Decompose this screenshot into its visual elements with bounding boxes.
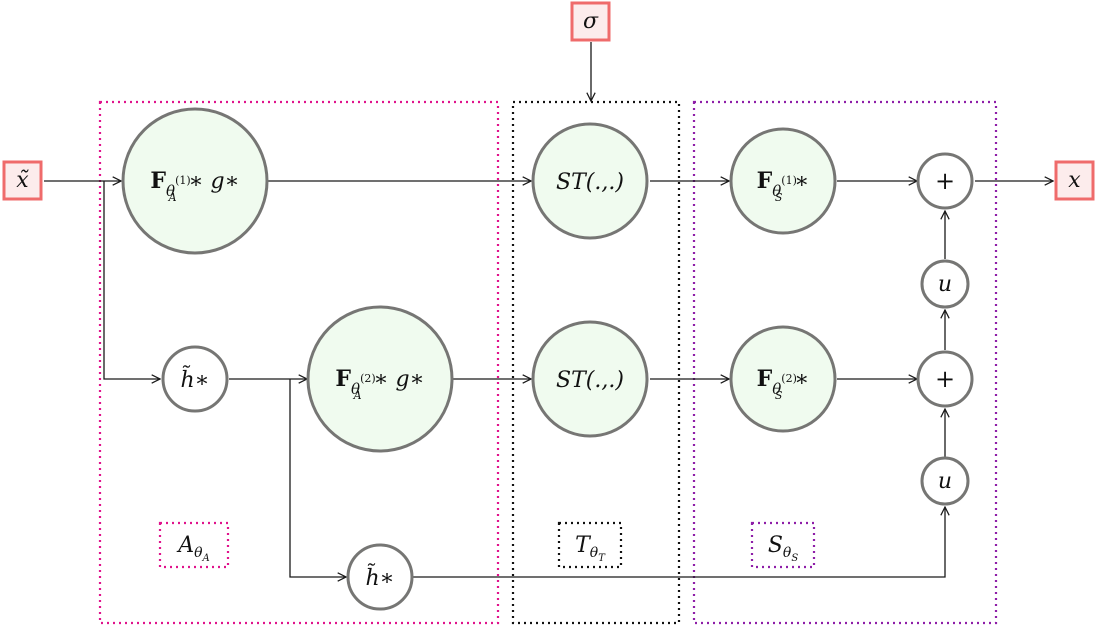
- fs2-tail: ∗: [794, 367, 809, 392]
- h2-label: h̃∗: [365, 564, 394, 591]
- u1-label: u: [938, 272, 952, 297]
- synthesis-conv-node-1: Fθ(1) S ∗: [729, 127, 837, 235]
- svg-text:Fθ(2)A∗ g∗: Fθ(2) A ∗ g∗: [335, 366, 424, 402]
- wires: [44, 42, 1053, 577]
- analysis-block-label: AθA: [158, 521, 230, 569]
- fs2-sup: (2): [781, 372, 797, 385]
- analysis-label-subsub: A: [202, 553, 210, 564]
- st2-label: ST(.,.): [556, 368, 624, 393]
- fa1-sub: A: [168, 191, 177, 204]
- sum-node-1: +: [916, 152, 974, 210]
- svg-text:SθS: SθS: [768, 533, 799, 564]
- threshold-block-label: TθT: [557, 521, 623, 569]
- h-tilde-node-2: h̃∗: [346, 543, 414, 611]
- x-output-label: x: [1068, 168, 1081, 193]
- soft-threshold-node-2: ST(.,.): [531, 320, 649, 438]
- upsample-node-1: u: [920, 259, 970, 309]
- plus2-label: +: [935, 365, 955, 393]
- plus1-label: +: [935, 167, 955, 195]
- u2-label: u: [938, 469, 952, 494]
- synthesis-conv-node-2: Fθ(2) S ∗: [729, 325, 837, 433]
- h-tilde-node-1: h̃∗: [161, 345, 229, 413]
- fs1-theta: θ: [772, 182, 781, 200]
- sigma-label: σ: [583, 9, 599, 34]
- threshold-label-subsub: T: [598, 553, 606, 564]
- fa2-sub: A: [353, 389, 362, 402]
- sum-node-2: +: [916, 350, 974, 408]
- synthesis-label-subsub: S: [791, 553, 798, 564]
- h1-label: h̃∗: [180, 366, 209, 393]
- st1-label: ST(.,.): [556, 170, 624, 195]
- fa1-sup: (1): [175, 174, 191, 187]
- synthesis-block-border: [692, 100, 998, 625]
- fs1-symbol: F: [757, 168, 773, 194]
- svg-text:TθT: TθT: [575, 533, 606, 564]
- analysis-block-border: [98, 100, 500, 625]
- fs1-sup: (1): [781, 174, 797, 187]
- x-tilde-input-box: x̃: [2, 160, 43, 201]
- x-tilde-label: x̃: [16, 168, 29, 193]
- fs1-sub: S: [775, 191, 783, 204]
- fs2-sub: S: [775, 389, 783, 402]
- fs2-theta: θ: [772, 380, 781, 398]
- synthesis-block-label: SθS: [750, 521, 816, 569]
- svg-text:AθA: AθA: [176, 533, 210, 564]
- upsample-node-2: u: [920, 456, 970, 506]
- threshold-label-sub: θ: [590, 545, 599, 561]
- fa2-tail: ∗ g∗: [374, 367, 425, 392]
- soft-threshold-node-1: ST(.,.): [531, 122, 649, 240]
- threshold-block-border: [511, 100, 681, 625]
- analysis-conv-node-2: Fθ(2) A ∗ g∗: [306, 305, 454, 453]
- svg-text:Fθ(1)S∗: Fθ(1) S ∗: [757, 168, 810, 204]
- x-output-box: x: [1054, 160, 1095, 201]
- sigma-input-box: σ: [570, 1, 611, 42]
- threshold-label-main: T: [575, 533, 592, 558]
- analysis-conv-node-1: Fθ(1) A ∗ g∗: [121, 107, 269, 255]
- fa2-symbol: F: [335, 366, 351, 392]
- fa1-symbol: F: [150, 168, 166, 194]
- synthesis-label-main: S: [768, 533, 783, 558]
- svg-text:Fθ(2)S∗: Fθ(2) S ∗: [757, 366, 810, 402]
- synthesis-label-sub: θ: [783, 545, 792, 561]
- svg-text:Fθ(1)A∗ g∗: Fθ(1) A ∗ g∗: [150, 168, 239, 204]
- fs2-symbol: F: [757, 366, 773, 392]
- fa1-theta: θ: [166, 182, 175, 200]
- analysis-label-sub: θ: [194, 545, 203, 561]
- fa2-theta: θ: [351, 380, 360, 398]
- analysis-label-main: A: [176, 533, 194, 558]
- fa2-sup: (2): [360, 372, 376, 385]
- fs1-tail: ∗: [794, 169, 809, 194]
- fa1-tail: ∗ g∗: [189, 169, 240, 194]
